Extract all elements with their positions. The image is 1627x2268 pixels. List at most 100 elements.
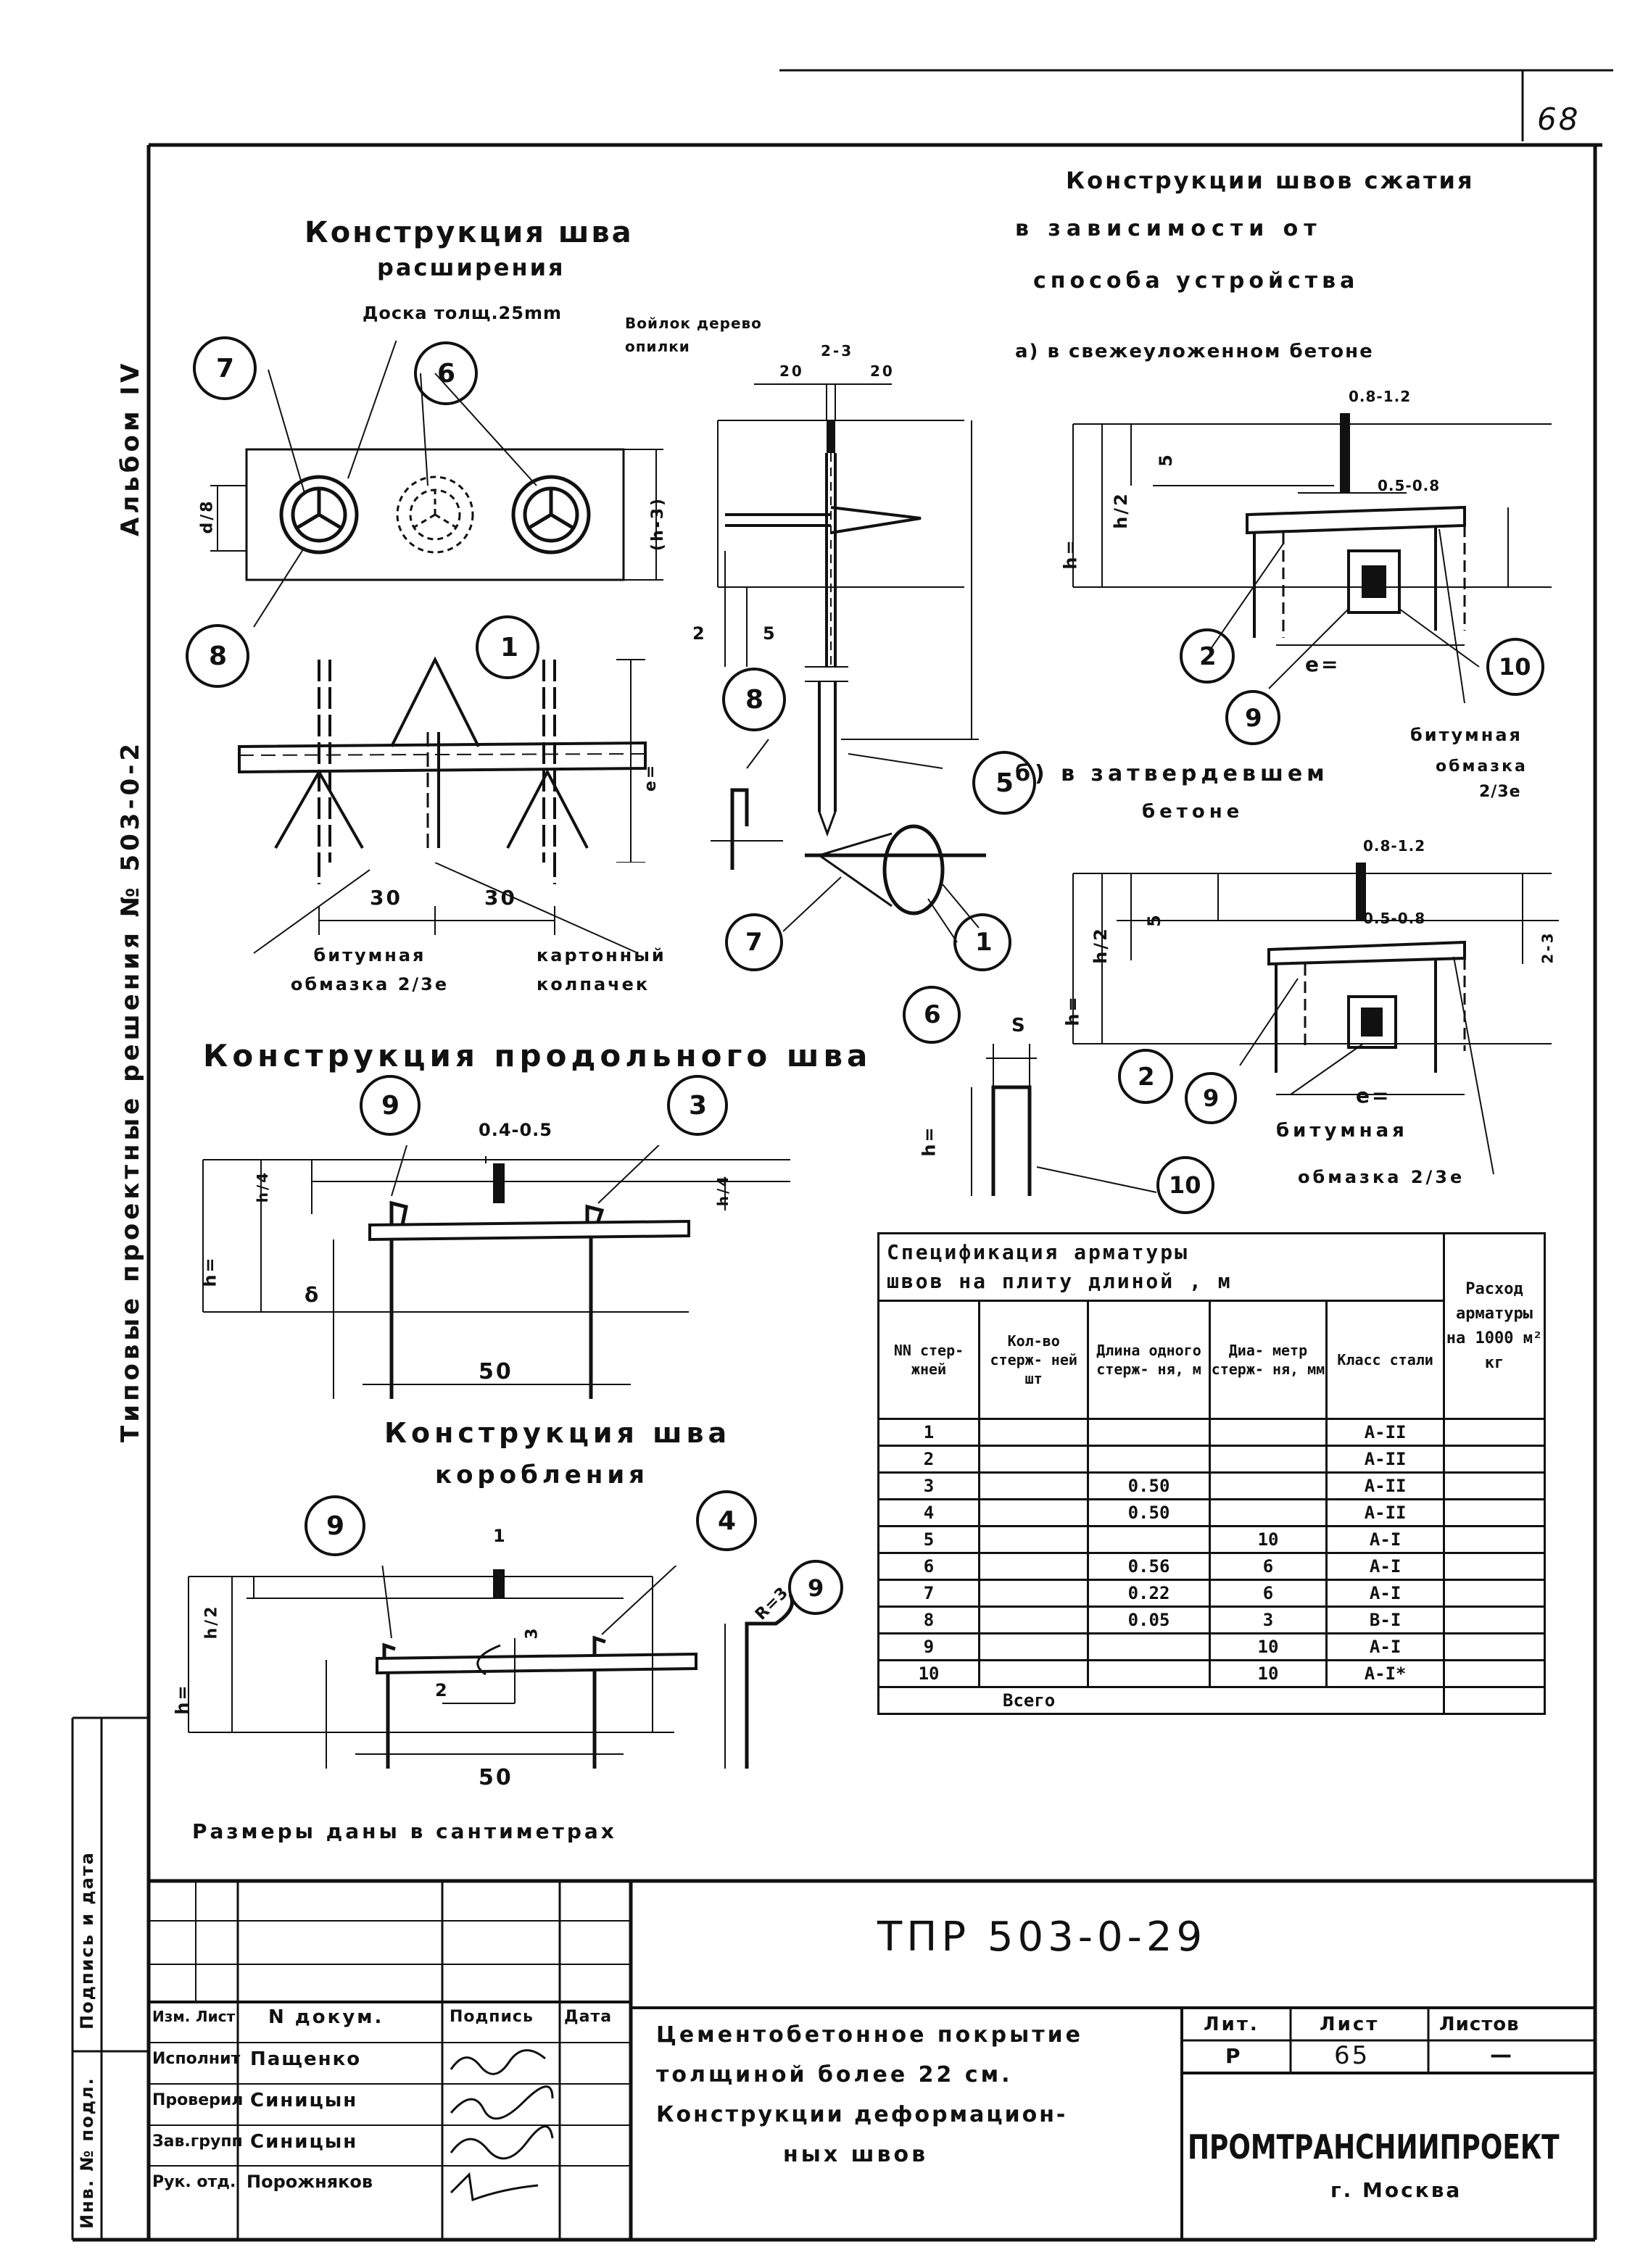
col-steel-class: Класс стали (1325, 1300, 1445, 1420)
bitumen-b-2: обмазка 2/3e (1298, 1167, 1465, 1187)
dim-delta-longitudinal: δ (305, 1283, 321, 1307)
role-checker: Проверил (152, 2091, 244, 2109)
dim-5-expansion: 5 (763, 623, 777, 644)
name-group-head: Синицын (250, 2131, 358, 2153)
dim-50-longitudinal: 50 (479, 1359, 513, 1384)
longitudinal-drawing (181, 1145, 819, 1406)
description-1: Цементобетонное покрытие (656, 2022, 1083, 2048)
doc-code: ТПР 503-0-29 (877, 1914, 1207, 1961)
dim-08-12-a: 0.8-1.2 (1349, 388, 1412, 405)
name-checker: Синицын (250, 2090, 358, 2111)
dowel-end-right (513, 477, 589, 552)
rod-assembly-drawing (783, 805, 1001, 993)
expansion-plan-drawing (181, 341, 689, 863)
case-a-label: а) в свежеуложенном бетоне (1015, 341, 1374, 362)
callout-1-b: 1 (975, 928, 993, 957)
cap-label: картонный колпачек (537, 945, 666, 994)
signatures (444, 2044, 560, 2240)
callout-10-a: 10 (1499, 653, 1531, 681)
callout-7-b: 7 (745, 928, 763, 957)
role-executor: Исполнит (152, 2050, 241, 2068)
dowel-end-left (281, 477, 357, 552)
dowel-section-drawing (703, 362, 993, 928)
spec-title: Спецификация арматуры швов на плиту длин… (877, 1232, 1445, 1301)
callout-7-a: 7 (216, 354, 235, 383)
dim-08-12-b: 0.8-1.2 (1363, 837, 1426, 855)
expansion-title-1: Конструкция шва (305, 216, 634, 249)
role-group-head: Зав.групп (152, 2132, 243, 2151)
callout-4-warping: 4 (718, 1506, 737, 1536)
callout-6-b: 6 (924, 1000, 941, 1029)
sheets-label: Листов (1439, 2014, 1520, 2035)
case-b-label-1: б) в затвердевшем (1015, 761, 1329, 786)
name-dept-head: Порожняков (247, 2172, 373, 2192)
dim-05-08-b: 0.5-0.8 (1363, 910, 1426, 927)
tb-header-list: Лист (196, 2008, 236, 2025)
warping-drawing (174, 1566, 827, 1783)
name-executor: Пащенко (250, 2048, 362, 2070)
organization-name: ПРОМТРАНСНИИПРОЕКТ (1188, 2127, 1560, 2167)
compression-title-2: в зависимости от (1015, 216, 1322, 241)
dim-30-left: 30 (370, 886, 402, 910)
compression-a-drawing (1059, 413, 1581, 739)
callout-1-a: 1 (500, 633, 519, 662)
dim-2-warping: 2 (435, 1680, 450, 1700)
compression-b-drawing (1059, 863, 1581, 1196)
felt-label: Войлок дерево опилки (625, 315, 762, 355)
callout-8-b: 8 (745, 685, 764, 715)
spec-table-wrap: Спецификация арматуры швов на плиту длин… (877, 1232, 1547, 1715)
col-bar-no: NN стер- жней (877, 1300, 981, 1420)
callout-9-warping: 9 (326, 1511, 345, 1541)
dim-05-08-a: 0.5-0.8 (1378, 477, 1441, 494)
callout-5: 5 (995, 768, 1014, 798)
dim-04-05: 0.4-0.5 (479, 1120, 552, 1140)
longitudinal-title: Конструкция продольного шва (203, 1038, 872, 1073)
warping-title-1: Конструкция шва (384, 1417, 732, 1449)
organization-city: г. Москва (1330, 2178, 1462, 2202)
dim-50-warping: 50 (479, 1765, 513, 1790)
col-length: Длина одного стерж- ня, м (1087, 1300, 1211, 1420)
role-dept-head: Рук. отд. (152, 2173, 236, 2191)
bar-10-drawing (906, 1015, 1196, 1203)
lit-label: Лит. (1204, 2014, 1259, 2035)
sheet-label: Лист (1320, 2014, 1380, 2035)
description-3: Конструкции деформацион- (656, 2102, 1068, 2127)
callout-9-b: 9 (1203, 1084, 1220, 1112)
sheets-value: — (1490, 2043, 1514, 2068)
tb-header-izm: Изм. (152, 2008, 191, 2025)
callout-2-b: 2 (1138, 1063, 1155, 1092)
dim-e-a: e= (1305, 652, 1341, 676)
tb-header-doc: N докум. (268, 2006, 384, 2028)
warping-title-2: коробления (435, 1461, 649, 1490)
dim-e-b: e= (1356, 1084, 1391, 1108)
consumption-header: Расход арматуры на 1000 м² кг (1442, 1232, 1547, 1420)
callout-3-longitudinal: 3 (689, 1091, 708, 1121)
col-qty: Кол-во стерж- ней шт (978, 1300, 1090, 1420)
callout-6-a: 6 (437, 359, 456, 389)
dim-20-b: 20 (870, 362, 895, 380)
expansion-title-2: расширения (377, 254, 566, 281)
case-b-label-2: бетоне (1142, 801, 1244, 823)
callout-10-b: 10 (1169, 1171, 1201, 1199)
bitumen-a-1: битумная (1410, 725, 1523, 745)
bitumen-label-expansion: битумная обмазка 2/3e (290, 945, 450, 994)
board-label: Доска толщ.25mm (363, 303, 562, 323)
callout-9-longitudinal: 9 (381, 1091, 400, 1121)
callout-9-a: 9 (1245, 704, 1262, 733)
description-2: толщиной более 22 см. (656, 2062, 1013, 2088)
compression-title-1: Конструкции швов сжатия (1066, 167, 1475, 194)
total-label: Всего (877, 1686, 1445, 1715)
dim-2: 2 (692, 623, 707, 644)
callout-9-bar: 9 (808, 1574, 824, 1602)
spec-title-1: Спецификация арматуры (887, 1240, 1190, 1264)
